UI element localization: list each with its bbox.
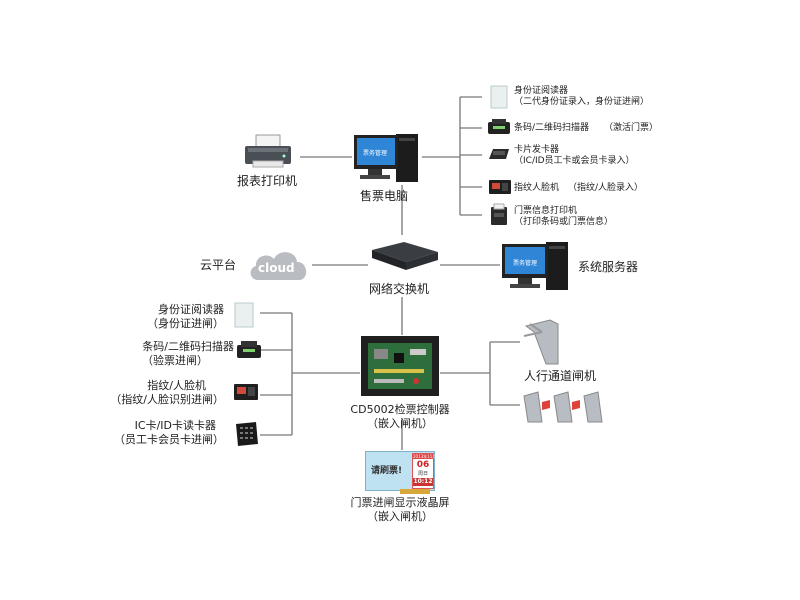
network-switch-label: 网络交换机: [369, 282, 430, 296]
left-device-1-line2: （身份证进闸）: [147, 317, 224, 330]
top-device-1-name: 身份证阅读器: [514, 86, 569, 96]
fingerprint-face-device-icon: [489, 180, 511, 194]
server-screen-label: 票务管理: [513, 260, 538, 267]
tripod-turnstile-icon: [523, 319, 559, 365]
lcd-date-panel: 2013年11月 06 周日 10:12: [412, 453, 437, 489]
cloud-platform-label: 云平台: [200, 258, 237, 272]
card-issuer-icon: [489, 149, 509, 159]
card-reader-keypad-icon: [236, 422, 258, 446]
flap-barrier-gate-icon: [523, 391, 603, 423]
lcd-date-top: 2013年11月: [413, 454, 437, 459]
top-device-1-desc: （二代身份证录入，身份证进闸）: [514, 97, 650, 107]
server-icon: [502, 242, 568, 290]
left-device-1-line1: 身份证阅读器: [158, 303, 224, 316]
lcd-display: 请刷票! 2013年11月 06 周日 10:12: [365, 451, 437, 491]
id-card-reader-icon: [490, 85, 508, 109]
lcd-weekday: 周日: [417, 471, 428, 477]
computer-icon: [354, 134, 418, 182]
barcode-scanner-icon: [237, 341, 261, 358]
report-printer-label: 报表打印机: [237, 174, 298, 188]
left-device-2-line1: 条码/二维码扫描器: [142, 340, 234, 353]
left-device-4-line1: IC卡/ID卡读卡器: [134, 419, 216, 432]
cloud-icon: [250, 252, 307, 280]
top-device-3-desc: （IC/ID员工卡或会员卡录入）: [514, 156, 635, 166]
top-device-3-name: 卡片发卡器: [514, 145, 560, 155]
top-device-2-desc: （激活门票）: [604, 123, 659, 133]
lcd-day: 06: [416, 460, 430, 470]
system-server-label: 系统服务器: [578, 260, 639, 274]
lcd-connector: [400, 489, 430, 494]
left-device-4-line2: （员工卡会员卡进闸）: [114, 433, 224, 446]
barcode-scanner-icon: [488, 119, 510, 134]
left-device-3-line1: 指纹/人脸机: [147, 379, 206, 392]
left-device-3-line2: （指纹/人脸识别进闸）: [110, 393, 224, 406]
top-device-2-name: 条码/二维码扫描器: [514, 123, 590, 133]
controller-board-icon: [361, 336, 439, 396]
top-device-4-desc: （指纹/人脸录入）: [568, 183, 644, 193]
top-device-5-desc: （打印条码或门票信息）: [514, 217, 614, 227]
controller-label-line1: CD5002检票控制器: [350, 403, 450, 416]
ticket-pc-label: 售票电脑: [360, 189, 409, 203]
lcd-prompt: 请刷票!: [371, 466, 403, 476]
left-device-2-line2: （验票进闸）: [142, 354, 208, 367]
top-device-4-name: 指纹人脸机: [514, 183, 560, 193]
controller-label-line2: （嵌入闸机）: [367, 417, 433, 430]
id-card-reader-icon: [234, 302, 254, 328]
printer-icon: [245, 134, 291, 168]
ticket-printer-icon: [491, 203, 507, 225]
cloud-word: cloud: [258, 261, 295, 275]
gate-label: 人行通道闸机: [524, 369, 597, 383]
pc-screen-label: 票务管理: [363, 150, 388, 157]
top-device-5-name: 门票信息打印机: [514, 206, 578, 216]
lcd-label-line1: 门票进闸显示液晶屏: [350, 496, 450, 509]
fingerprint-face-device-icon: [234, 384, 258, 400]
lcd-label-line2: （嵌入闸机）: [367, 510, 433, 523]
network-switch-icon: [372, 242, 438, 270]
lcd-time: 10:12: [413, 478, 433, 486]
